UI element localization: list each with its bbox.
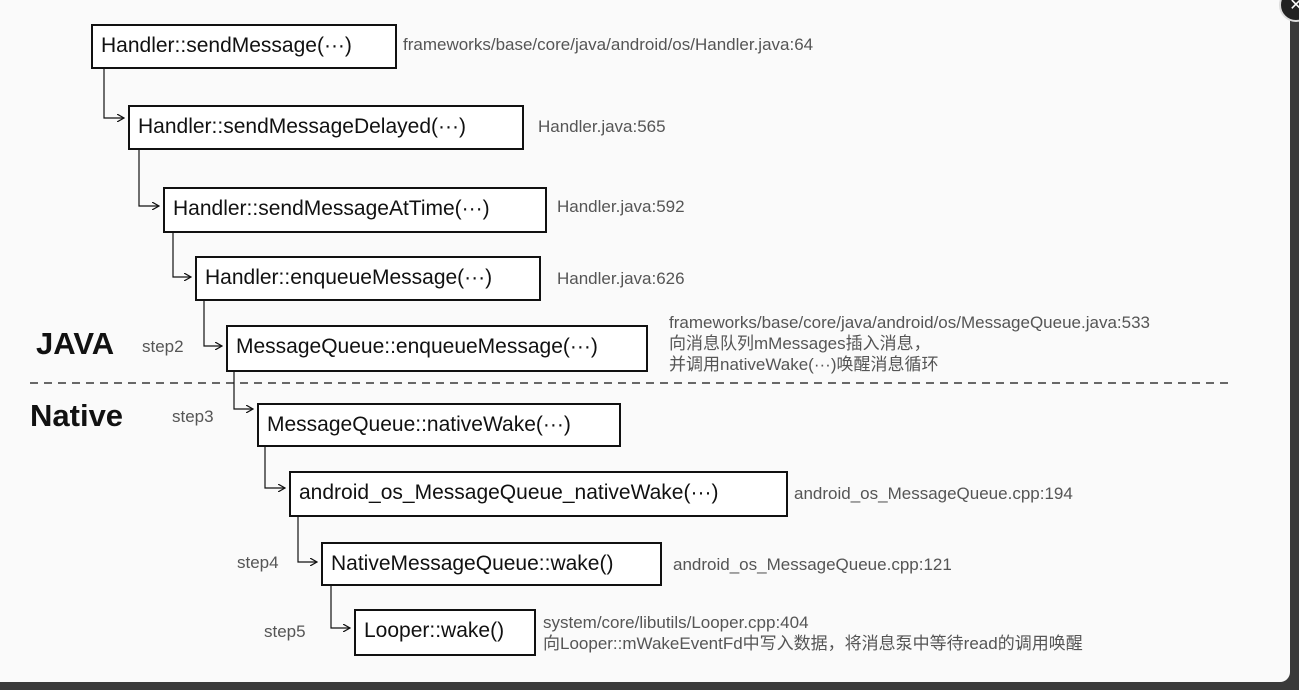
native-section-label: Native <box>30 398 124 433</box>
looper-path-note: system/core/libutils/Looper.cpp:404 <box>543 613 809 632</box>
mq-enqueue-desc-line2: 并调用nativeWake(···)唤醒消息循环 <box>669 355 939 374</box>
android-os-native-wake-box: android_os_MessageQueue_nativeWake(···) <box>289 471 788 517</box>
nmq-wake-note: android_os_MessageQueue.cpp:121 <box>673 555 952 574</box>
step5-label: step5 <box>264 622 306 641</box>
send-message-at-time-box: Handler::sendMessageAtTime(···) <box>163 187 547 233</box>
send-message-note: frameworks/base/core/java/android/os/Han… <box>403 35 814 54</box>
mq-enqueue-desc-line1: 向消息队列mMessages插入消息， <box>669 334 931 353</box>
java-section-label: JAVA <box>36 326 115 361</box>
send-message-delayed-box: Handler::sendMessageDelayed(···) <box>128 105 524 150</box>
send-message-delayed-note: Handler.java:565 <box>538 117 666 136</box>
native-mq-wake-box: NativeMessageQueue::wake() <box>321 542 662 586</box>
looper-desc-note: 向Looper::mWakeEventFd中写入数据，将消息泵中等待read的调… <box>543 634 1083 653</box>
step2-label: step2 <box>142 337 184 356</box>
step3-label: step3 <box>172 407 214 426</box>
enqueue-message-note: Handler.java:626 <box>557 269 685 288</box>
send-message-at-time-note: Handler.java:592 <box>557 197 685 216</box>
native-wake-note: android_os_MessageQueue.cpp:194 <box>794 484 1073 503</box>
looper-wake-box: Looper::wake() <box>354 609 536 656</box>
enqueue-message-box: Handler::enqueueMessage(···) <box>195 256 541 301</box>
mq-enqueue-message-box: MessageQueue::enqueueMessage(···) <box>226 325 648 372</box>
mq-enqueue-path-note: frameworks/base/core/java/android/os/Mes… <box>669 313 1150 332</box>
mq-native-wake-box: MessageQueue::nativeWake(···) <box>257 403 621 447</box>
step4-label: step4 <box>237 553 279 572</box>
send-message-box: Handler::sendMessage(···) <box>91 24 397 69</box>
